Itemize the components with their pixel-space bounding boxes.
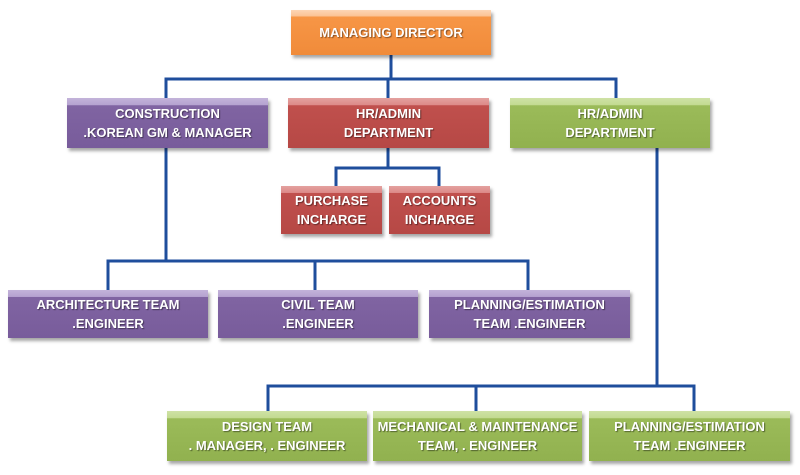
node-construction: CONSTRUCTION .KOREAN GM & MANAGER	[67, 98, 268, 148]
node-hr-admin-1-line1: HR/ADMIN	[356, 106, 421, 121]
node-planning-estimation-2-line1: PLANNING/ESTIMATION	[614, 419, 765, 434]
node-hr-admin-1: HR/ADMIN DEPARTMENT	[288, 98, 489, 148]
node-mechanical-maintenance-team-line2: TEAM, . ENGINEER	[417, 438, 538, 453]
node-accounts-line1: ACCOUNTS	[402, 193, 477, 208]
node-hr-admin-2-line1: HR/ADMIN	[577, 106, 643, 121]
node-hr-admin-2-line2: DEPARTMENT	[565, 125, 655, 140]
node-mechanical-maintenance-team-line1: MECHANICAL & MAINTENANCE	[377, 419, 578, 434]
node-managing-director-line1: MANAGING DIRECTOR	[319, 25, 463, 40]
node-purchase-line1: PURCHASE	[295, 193, 368, 208]
node-managing-director: MANAGING DIRECTOR	[291, 10, 491, 55]
connector-construction-to-teams	[106, 146, 530, 292]
node-civil-team: CIVIL TEAM .ENGINEER	[218, 290, 418, 338]
node-construction-line1: CONSTRUCTION	[115, 106, 220, 121]
node-hr-admin-2: HR/ADMIN DEPARTMENT	[510, 98, 710, 148]
node-accounts-line2: INCHARGE	[404, 212, 475, 227]
node-civil-team-line1: CIVIL TEAM	[281, 297, 355, 312]
connector-hr2-to-teams	[266, 146, 696, 413]
connector-hr-to-purchase-accounts	[334, 146, 441, 188]
node-planning-estimation-2-line2: TEAM .ENGINEER	[633, 438, 746, 453]
node-design-team-line2: . MANAGER, . ENGINEER	[188, 438, 346, 453]
node-civil-team-line2: .ENGINEER	[282, 316, 354, 331]
node-architecture-team: ARCHITECTURE TEAM .ENGINEER	[8, 290, 208, 338]
node-purchase: PURCHASE INCHARGE	[281, 186, 382, 234]
node-construction-line2: .KOREAN GM & MANAGER	[83, 125, 252, 140]
node-planning-estimation-2: PLANNING/ESTIMATION TEAM .ENGINEER	[589, 411, 790, 461]
node-mechanical-maintenance-team: MECHANICAL & MAINTENANCE TEAM, . ENGINEE…	[373, 411, 582, 461]
node-architecture-team-line1: ARCHITECTURE TEAM	[36, 297, 180, 312]
node-planning-estimation-1: PLANNING/ESTIMATION TEAM .ENGINEER	[429, 290, 630, 338]
node-architecture-team-line2: .ENGINEER	[72, 316, 144, 331]
node-hr-admin-1-line2: DEPARTMENT	[343, 125, 434, 140]
node-design-team-line1: DESIGN TEAM	[221, 419, 313, 434]
node-design-team: DESIGN TEAM . MANAGER, . ENGINEER	[167, 411, 367, 461]
node-planning-estimation-1-line2: TEAM .ENGINEER	[473, 316, 586, 331]
node-purchase-line2: INCHARGE	[296, 212, 367, 227]
node-planning-estimation-1-line1: PLANNING/ESTIMATION	[454, 297, 605, 312]
connector-md-to-level1	[164, 53, 618, 100]
node-accounts: ACCOUNTS INCHARGE	[389, 186, 490, 234]
